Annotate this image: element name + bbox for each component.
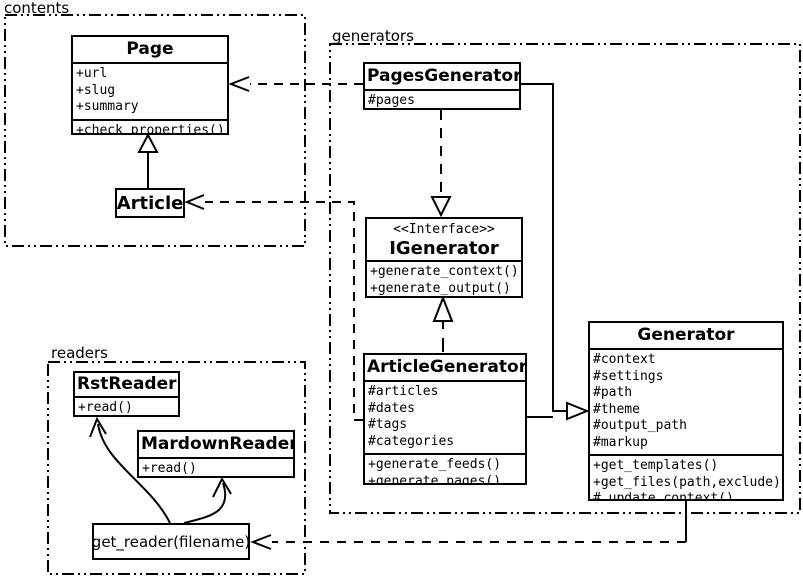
class-method: #_update_context() (593, 491, 734, 501)
class-igenerator: <<Interface>> IGenerator +generate_conte… (365, 217, 523, 298)
class-attribute: #articles (368, 384, 439, 399)
package-border-readers (47, 361, 306, 575)
class-attribute: +slug (76, 82, 116, 98)
class-attribute: #markup (593, 434, 648, 450)
pagesgenerator-to-igenerator-realization-arrow (430, 110, 452, 218)
class-attribute: #output_path (593, 418, 687, 433)
class-attribute: #path (593, 385, 633, 400)
getreader-to-rstreader-arrow (89, 416, 171, 524)
methods-compartment: +generate_context() +generate_output() (367, 260, 521, 296)
class-mardownreader: MardownReader +read() (137, 430, 295, 478)
class-pagesgenerator: PagesGenerator #pages (363, 62, 521, 110)
function-label: get_reader(filename) (91, 532, 251, 551)
class-method: +get_templates() (593, 458, 719, 473)
class-attribute: +url (76, 66, 108, 81)
class-title: Page (126, 39, 174, 59)
generator-to-getreader-dependency-arrow (250, 501, 687, 550)
class-title: IGenerator (389, 238, 499, 259)
class-method: +read() (78, 400, 133, 415)
attributes-compartment: #articles #dates #tags #categories (365, 380, 525, 453)
package-label-generators: generators (332, 27, 414, 45)
interface-title-compartment: <<Interface>> IGenerator (367, 219, 521, 260)
methods-compartment: +read() (139, 457, 293, 476)
article-to-page-inheritance-arrow (137, 132, 159, 188)
class-title: PagesGenerator (367, 66, 521, 86)
attributes-compartment: #context #settings #path #theme #output_… (590, 348, 782, 454)
class-title: RstReader (77, 374, 177, 394)
generators-to-generator-inheritance-arrow (520, 83, 590, 421)
class-article: Article (115, 188, 185, 218)
package-border-generators (329, 43, 801, 514)
class-attribute: #dates (368, 400, 415, 416)
class-attribute: #tags (368, 417, 408, 432)
class-articlegenerator: ArticleGenerator #articles #dates #tags … (363, 353, 527, 485)
interface-stereotype: <<Interface>> (393, 222, 495, 237)
class-rstreader: RstReader +read() (73, 371, 180, 417)
class-method: +generate_feeds() (368, 457, 502, 472)
pagesgenerator-to-page-dependency-arrow (228, 76, 363, 92)
class-attribute: #categories (368, 433, 455, 449)
class-method: +check_properties() (76, 122, 225, 135)
class-attribute: #context (593, 352, 656, 367)
class-method: +generate_output() (370, 280, 511, 296)
class-attribute: +summary (76, 99, 139, 114)
class-attribute: #theme (593, 401, 640, 417)
class-page: Page +url +slug +summary +check_properti… (71, 35, 229, 135)
attributes-compartment: #pages (365, 89, 519, 108)
class-attribute: #settings (593, 368, 664, 384)
class-title: ArticleGenerator (367, 357, 527, 377)
class-method: +read() (142, 461, 197, 476)
class-generator: Generator #context #settings #path #them… (588, 321, 784, 501)
methods-compartment: +read() (75, 396, 178, 415)
class-title: Generator (637, 325, 735, 345)
package-label-readers: readers (51, 344, 108, 362)
class-method: +get_files(path,exclude) (593, 474, 781, 490)
class-title: Article (116, 192, 184, 214)
getreader-to-mardownreader-arrow (183, 476, 232, 524)
articlegenerator-to-article-dependency-arrow (184, 194, 363, 421)
package-label-contents: contents (4, 0, 70, 17)
articlegenerator-to-igenerator-realization-arrow (432, 295, 454, 352)
package-border-contents (4, 14, 306, 247)
methods-compartment: +get_templates() +get_files(path,exclude… (590, 454, 782, 501)
attributes-compartment: +url +slug +summary (73, 62, 227, 119)
function-get-reader: get_reader(filename) (92, 523, 250, 560)
methods-compartment: +generate_feeds() +generate_pages() (365, 453, 525, 485)
class-method: +generate_pages() (368, 473, 502, 485)
class-attribute: #pages (368, 93, 415, 108)
class-method: +generate_context() (370, 264, 519, 279)
methods-compartment: +check_properties() (73, 118, 227, 135)
class-title: MardownReader (141, 434, 295, 454)
